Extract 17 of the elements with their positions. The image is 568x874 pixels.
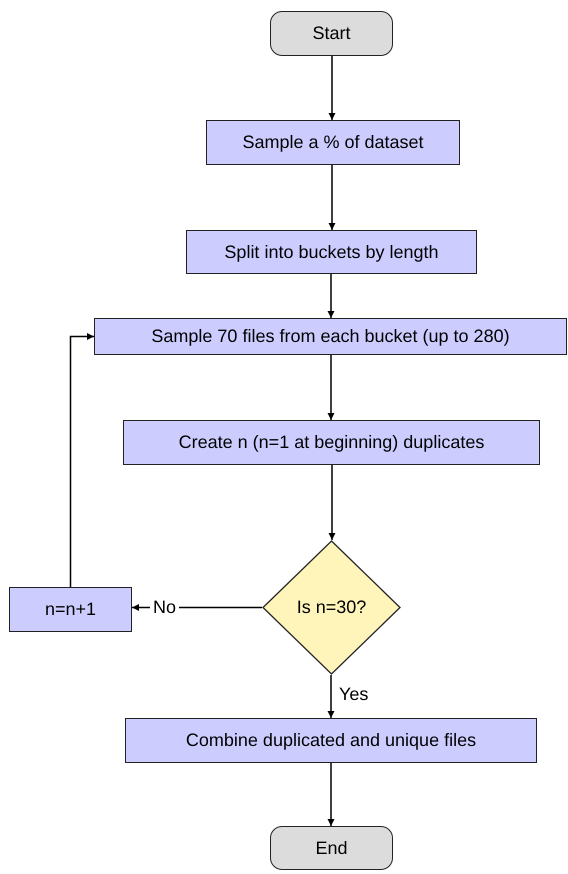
- process-box: Create n (n=1 at beginning) duplicates: [123, 420, 540, 465]
- arrow: [328, 274, 334, 318]
- arrow: [70, 333, 94, 587]
- decision-text: Is n=30?: [296, 597, 366, 618]
- arrow: [328, 675, 334, 718]
- process-box: Sample a % of dataset: [206, 120, 460, 165]
- arrow: [328, 763, 334, 826]
- arrow: [328, 355, 334, 420]
- process-box: Split into buckets by length: [186, 230, 477, 274]
- process-box: n=n+1: [9, 587, 132, 632]
- process-box: Combine duplicated and unique files: [125, 718, 537, 763]
- arrow: [328, 165, 336, 230]
- arrow: [328, 56, 336, 120]
- process-box: Sample 70 files from each bucket (up to 280): [94, 318, 567, 355]
- terminal-box: End: [270, 826, 393, 870]
- terminal-box: Start: [270, 11, 393, 56]
- arrow: [328, 465, 336, 540]
